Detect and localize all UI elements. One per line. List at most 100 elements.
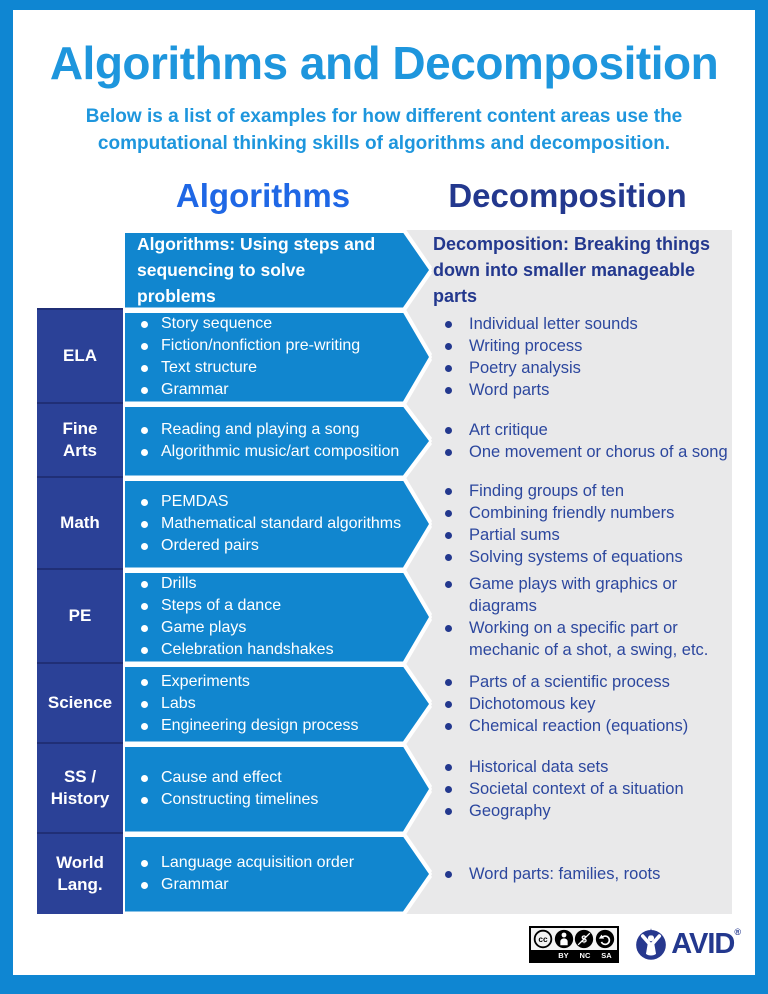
bullet-item: Constructing timelines: [125, 789, 429, 811]
bullet-item: Solving systems of equations: [403, 546, 732, 568]
avid-person-icon: [636, 928, 667, 960]
bullet-item: Writing process: [403, 335, 732, 357]
bullet-item: Story sequence: [125, 313, 429, 335]
attribution-person-icon: [554, 929, 574, 948]
svg-text:cc: cc: [539, 934, 549, 944]
decomposition-header-text: Decomposition: Breaking things down into…: [433, 234, 711, 306]
row-label: SS / History: [37, 744, 123, 834]
column-heading-algorithms: Algorithms: [175, 177, 351, 214]
bullet-item: Game plays with graphics or diagrams: [403, 573, 732, 617]
bullet-item: Poetry analysis: [403, 357, 732, 379]
cc-label-sa: SA: [601, 950, 612, 960]
bullet-item: Historical data sets: [403, 756, 732, 778]
footer: cc $ BY NC SA: [13, 923, 741, 965]
bullet-item: Geography: [403, 800, 732, 822]
bullet-item: Combining friendly numbers: [403, 502, 732, 524]
cc-icon: cc: [534, 929, 553, 948]
content-table: Algorithms: Using steps and sequencing t…: [37, 230, 732, 914]
arrow-shape: Algorithms: Using steps and sequencing t…: [125, 233, 429, 308]
bullet-item: Dichotomous key: [403, 693, 732, 715]
bullet-item: Fiction/nonfiction pre-writing: [125, 335, 429, 357]
decomposition-list: Word parts: families, roots: [403, 861, 732, 887]
bullet-item: Parts of a scientific process: [403, 671, 732, 693]
bullet-item: One movement or chorus of a song: [403, 441, 732, 463]
cc-label-nc: NC: [579, 950, 591, 960]
bullet-item: Word parts: [403, 379, 732, 401]
registered-trademark-icon: ®: [734, 927, 741, 937]
cc-labels-row: BY NC SA: [531, 949, 618, 961]
table-header-row: Algorithms: Using steps and sequencing t…: [37, 230, 732, 310]
bullet-item: Finding groups of ten: [403, 480, 732, 502]
non-commercial-icon: $: [575, 929, 594, 948]
bullet-item: Working on a specific part or mechanic o…: [403, 617, 732, 661]
bullet-item: Text structure: [125, 357, 429, 379]
creative-commons-badge: cc $ BY NC SA: [529, 925, 620, 963]
row-label: Fine Arts: [37, 404, 123, 478]
share-alike-icon: [595, 929, 615, 948]
bullet-item: Grammar: [125, 379, 429, 401]
decomposition-cell: Word parts: families, roots: [403, 834, 732, 914]
row-label: World Lang.: [37, 834, 123, 914]
bullet-item: Mathematical standard algorithms: [125, 513, 429, 535]
decomposition-header-cell: Decomposition: Breaking things down into…: [403, 230, 732, 310]
row-label: ELA: [37, 310, 123, 404]
bullet-item: Game plays: [125, 617, 429, 639]
bullet-item: Language acquisition order: [125, 852, 429, 874]
row-label: Science: [37, 664, 123, 744]
bullet-item: Art critique: [403, 419, 732, 441]
cc-label-by: BY: [558, 950, 569, 960]
bullet-item: Cause and effect: [125, 767, 429, 789]
bullet-item: Grammar: [125, 874, 429, 896]
column-heading-decomposition: Decomposition: [448, 177, 687, 214]
bullet-item: Individual letter sounds: [403, 313, 732, 335]
bullet-item: Algorithmic music/art composition: [125, 441, 429, 463]
row-label: Math: [37, 478, 123, 570]
bullet-item: Chemical reaction (equations): [403, 715, 732, 737]
algorithms-header-cell: Algorithms: Using steps and sequencing t…: [123, 230, 403, 310]
bullet-item: Steps of a dance: [125, 595, 429, 617]
bullet-item: Word parts: families, roots: [403, 863, 732, 885]
bullet-item: Engineering design process: [125, 715, 429, 737]
bullet-item: Ordered pairs: [125, 535, 429, 557]
bullet-item: Drills: [125, 573, 429, 595]
bullet-item: Celebration handshakes: [125, 639, 429, 661]
bullet-item: Labs: [125, 693, 429, 715]
